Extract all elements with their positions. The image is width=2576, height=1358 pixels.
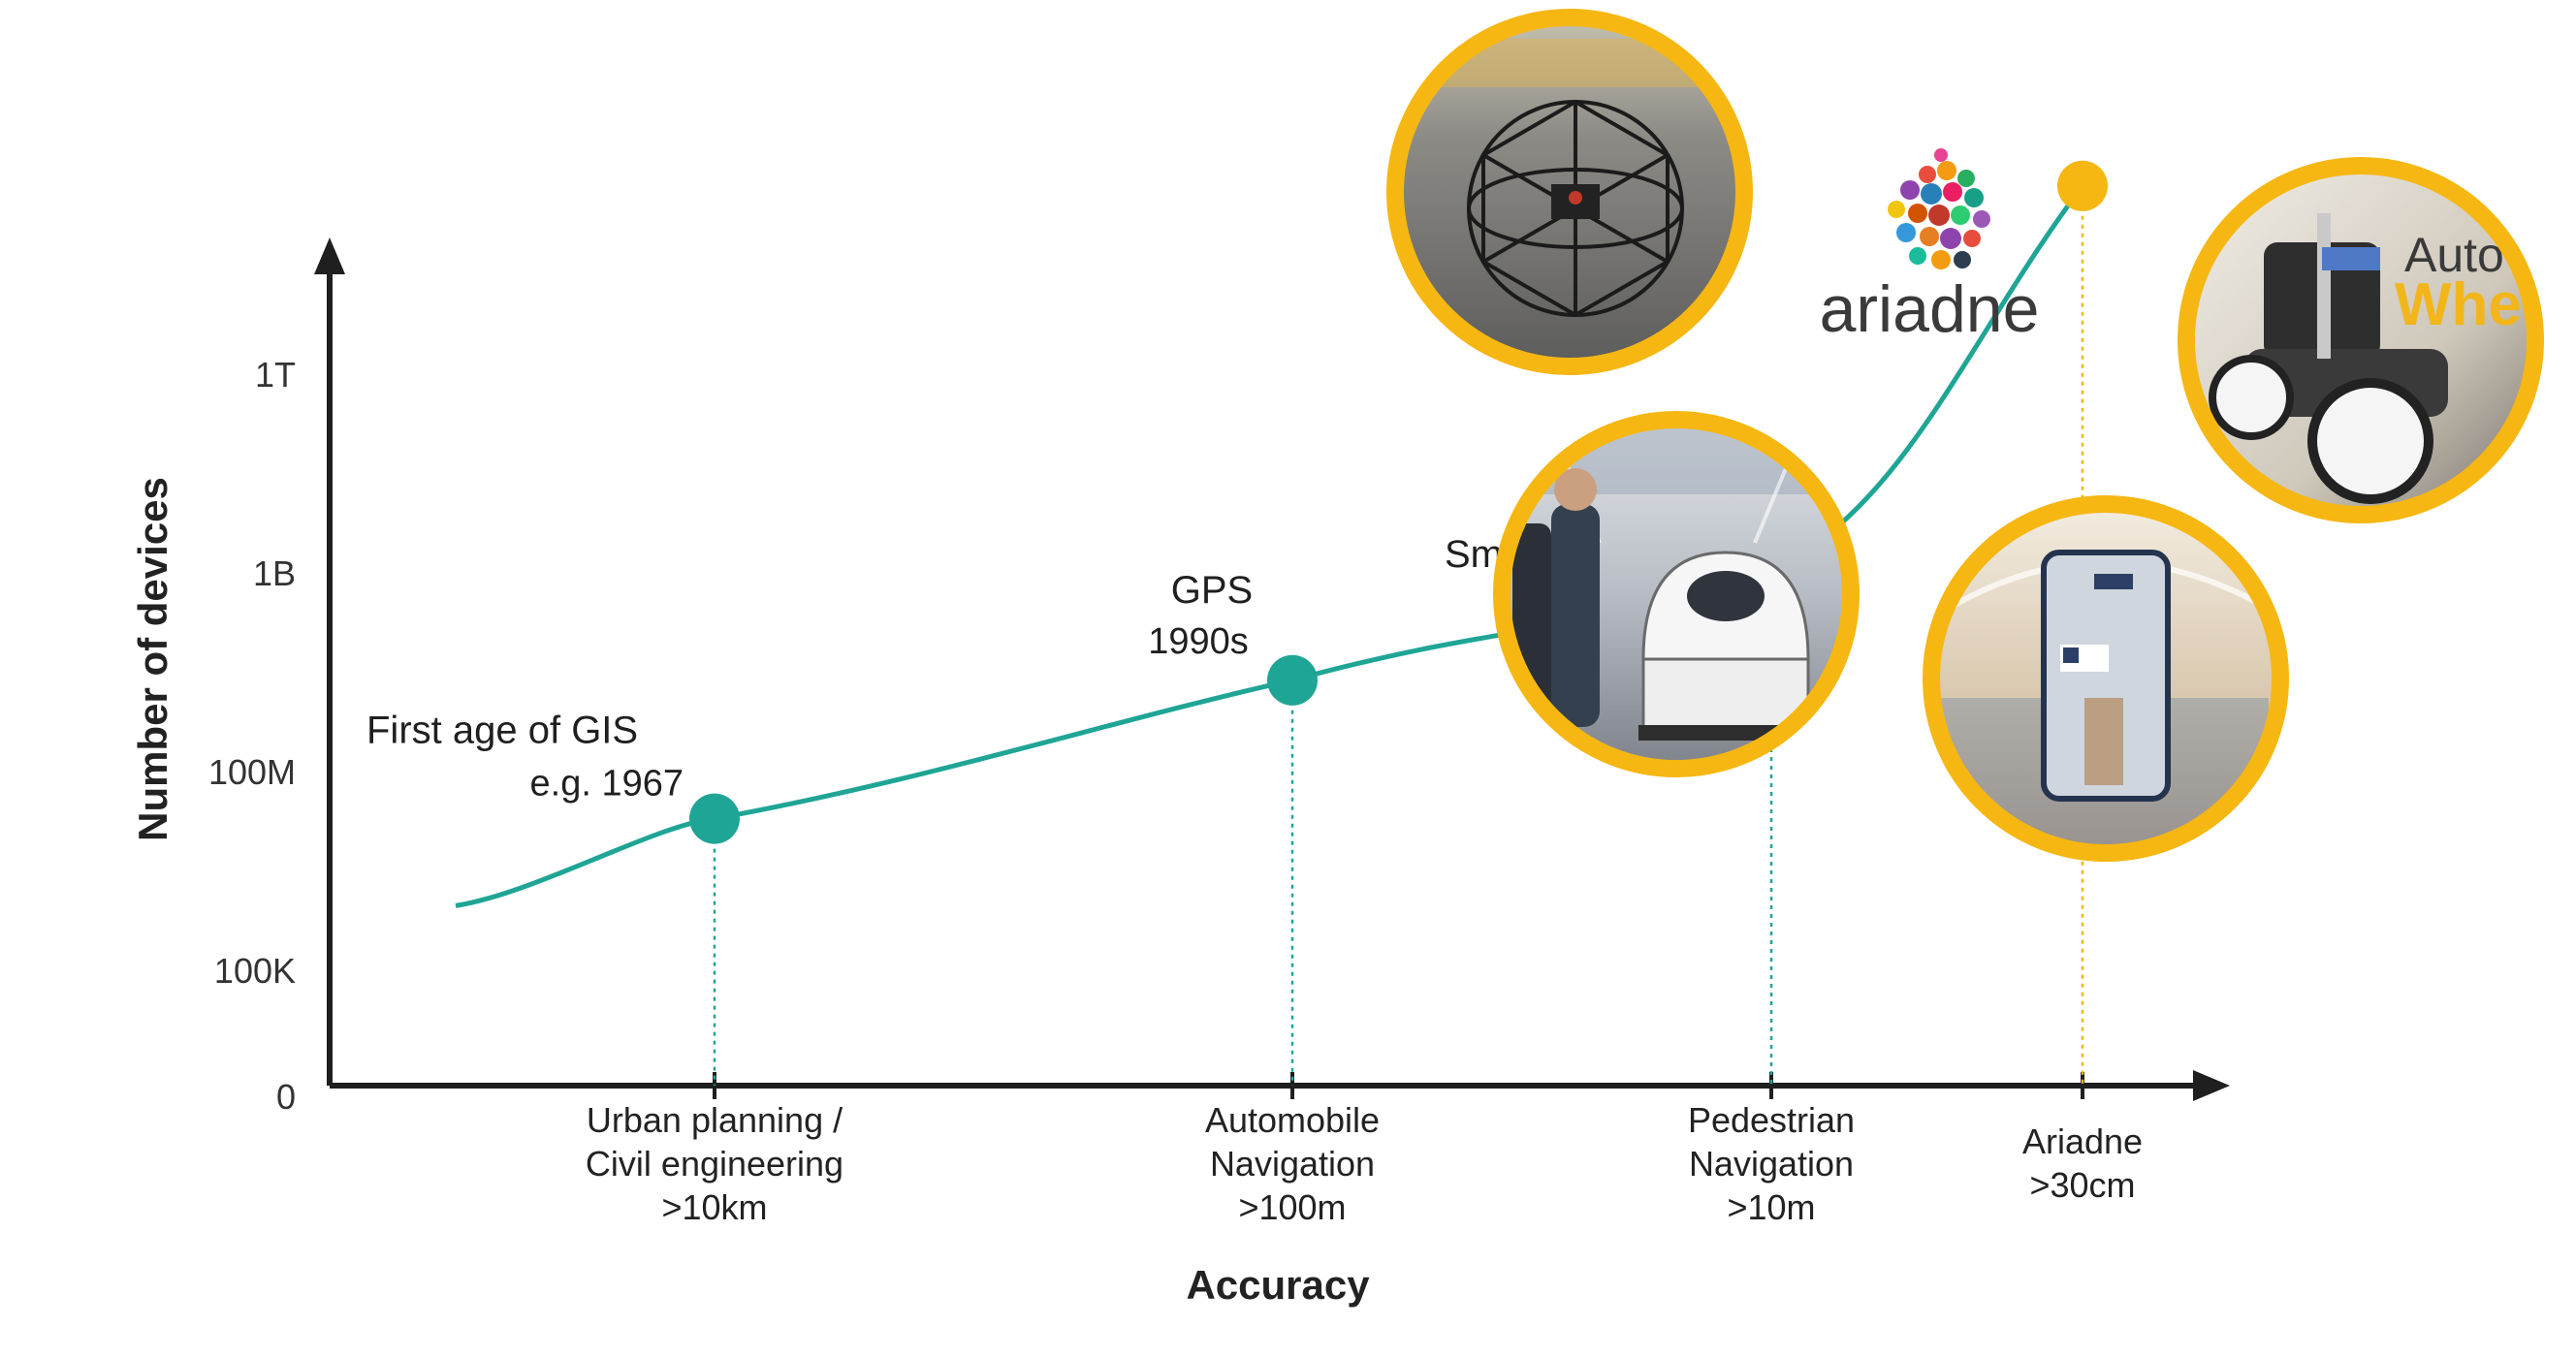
ariadne-logo-icon xyxy=(1888,148,1990,269)
partial-label: Sm xyxy=(1445,533,1503,576)
point-label: e.g. 1967 xyxy=(530,764,684,805)
x-category-label: Automobile xyxy=(1205,1100,1380,1140)
x-category-label: Civil engineering xyxy=(586,1144,843,1184)
y-tick-label: 1T xyxy=(255,355,296,395)
x-category-label: >30cm xyxy=(2029,1165,2135,1205)
autonomous-wheelchair-photo-icon: Auto Whe xyxy=(2178,157,2544,523)
data-point xyxy=(689,793,740,844)
x-category-label: >100m xyxy=(1238,1187,1346,1227)
airport-robot-photo-icon xyxy=(1493,411,1860,777)
x-category-label: >10m xyxy=(1727,1187,1815,1227)
data-point xyxy=(1267,654,1318,706)
x-category-label: Ariadne xyxy=(2022,1121,2143,1161)
x-category-label: Pedestrian xyxy=(1688,1100,1855,1140)
point-label: First age of GIS xyxy=(366,710,638,752)
x-category-label: Navigation xyxy=(1689,1144,1854,1184)
y-axis-title: Number of devices xyxy=(130,477,175,841)
ar-phone-navigation-photo-icon xyxy=(1923,495,2289,862)
point-label: 1990s xyxy=(1148,621,1249,662)
ariadne-wordmark: ariadne xyxy=(1820,272,2040,346)
y-axis-arrow xyxy=(314,237,345,274)
x-axis-title: Accuracy xyxy=(1186,1262,1370,1308)
ariadne-logo: ariadne xyxy=(1820,148,2040,346)
x-category-label: Navigation xyxy=(1210,1144,1375,1184)
x-axis-arrow xyxy=(2193,1070,2230,1101)
x-category-label: >10km xyxy=(661,1187,767,1227)
wheelchair-sign-line2: Whe xyxy=(2395,271,2522,338)
drone-photo-icon xyxy=(1386,9,1753,375)
wheelchair-sign-line1: Auto xyxy=(2404,228,2504,282)
x-category-label: Urban planning / xyxy=(587,1100,843,1140)
y-tick-label: 0 xyxy=(276,1077,296,1117)
y-tick-label: 100M xyxy=(208,752,296,792)
point-label: GPS xyxy=(1171,569,1253,612)
y-tick-label: 1B xyxy=(253,553,296,593)
y-tick-label: 100K xyxy=(214,951,296,991)
data-point xyxy=(2057,160,2108,211)
